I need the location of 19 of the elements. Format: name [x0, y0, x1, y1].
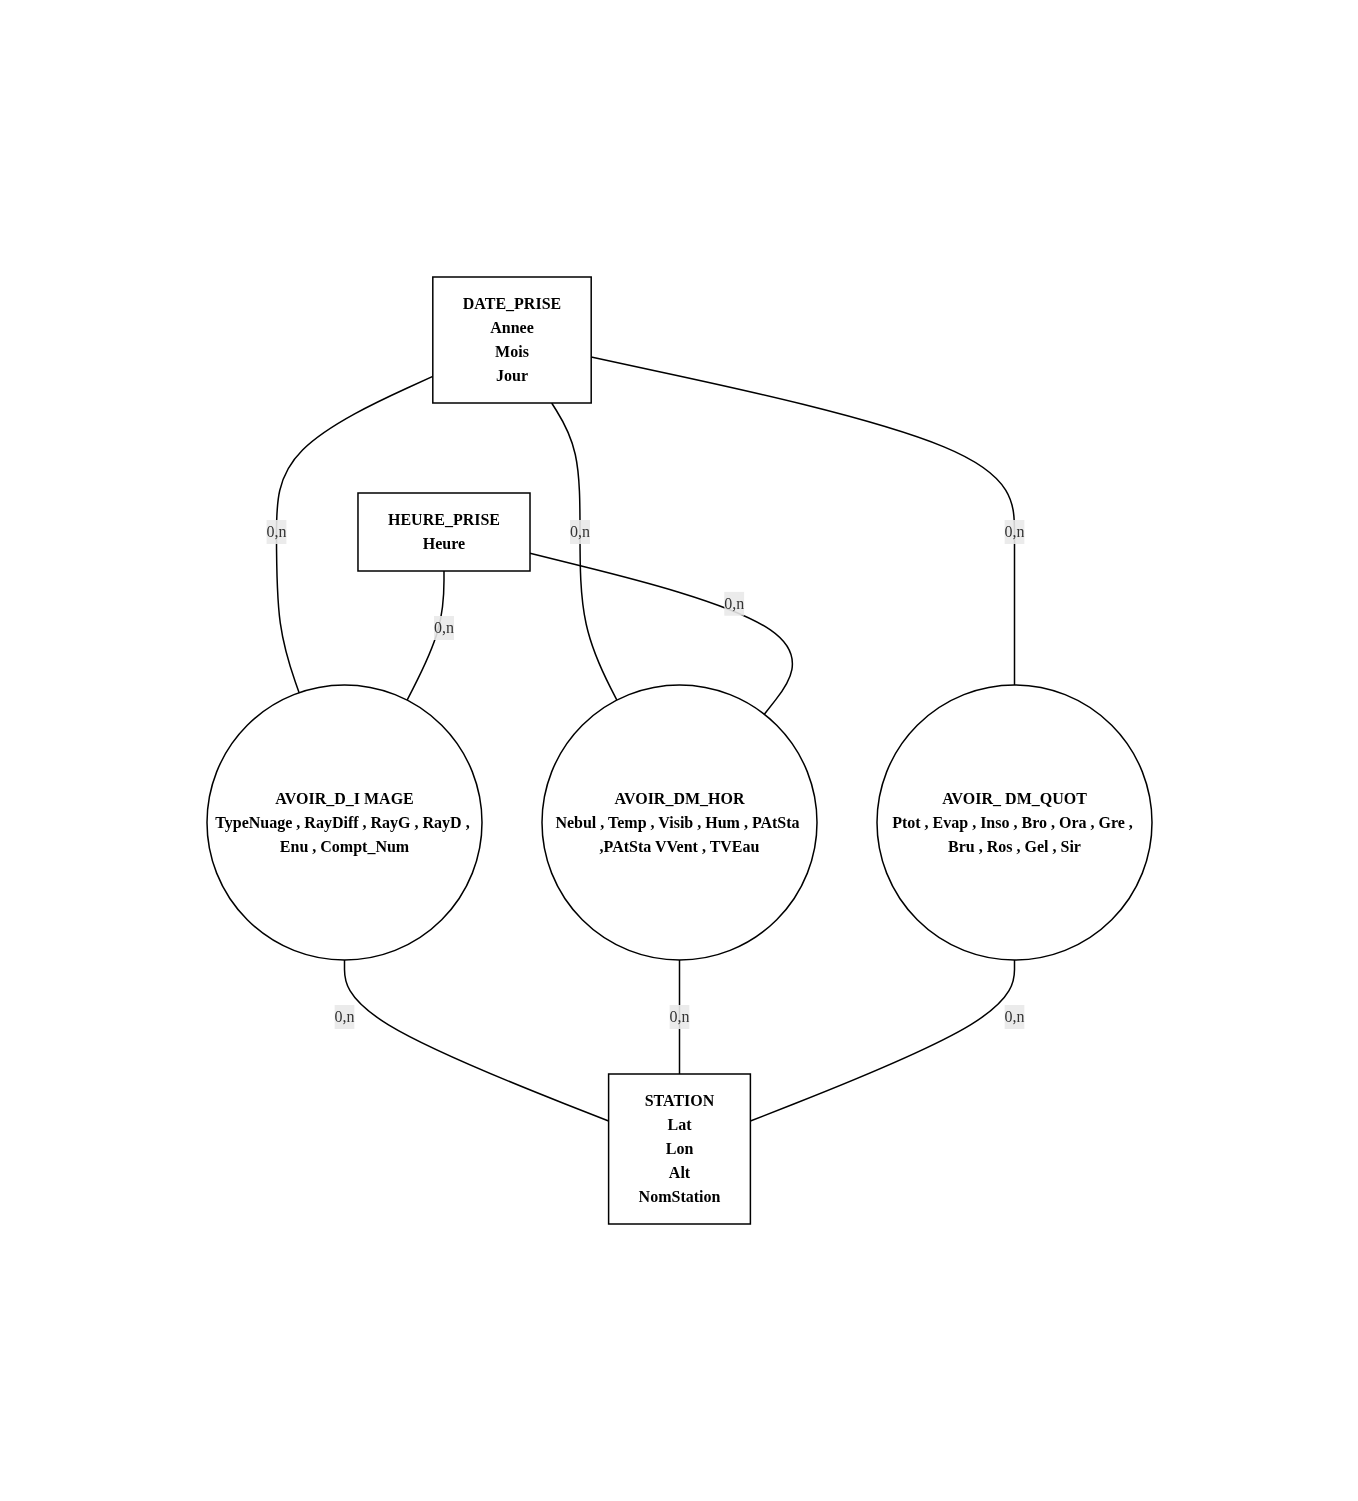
- edge-label: 0,n: [334, 1008, 354, 1025]
- node-circle: AVOIR_ DM_QUOT Ptot , Evap , Inso , Bro , Ora , Gre , Bru , Ros , Gel , Sir: [875, 684, 1153, 961]
- edge-label: 0,n: [723, 594, 744, 612]
- connector: [678, 959, 680, 1075]
- edge-label: 0,n: [1004, 523, 1024, 540]
- node-circle: AVOIR_DM_HOR Nebul , Temp , Visib , Hum , PAtSta ,PAtSta VVent , TVEau: [540, 684, 818, 961]
- connector: [405, 570, 445, 701]
- edge-label: 0,n: [569, 523, 590, 540]
- edge-label: 0,n: [1004, 1008, 1024, 1025]
- node-circle: AVOIR_D_I MAGE TypeNuage , RayDiff , RayG , RayD , Enu , Compt_Num: [205, 684, 483, 961]
- node-box: HEURE_PRISE Heure: [356, 492, 531, 572]
- edge-label: 0,n: [669, 1008, 689, 1025]
- node-box: STATION Lat Lon Alt NomStation: [607, 1073, 751, 1225]
- connector: [343, 959, 609, 1122]
- node-box: DATE_PRISE Annee Mois Jour: [431, 276, 592, 404]
- connector: [749, 959, 1015, 1122]
- connector: [550, 402, 618, 701]
- edge-label: 0,n: [265, 523, 286, 540]
- edge-label: 0,n: [433, 619, 454, 636]
